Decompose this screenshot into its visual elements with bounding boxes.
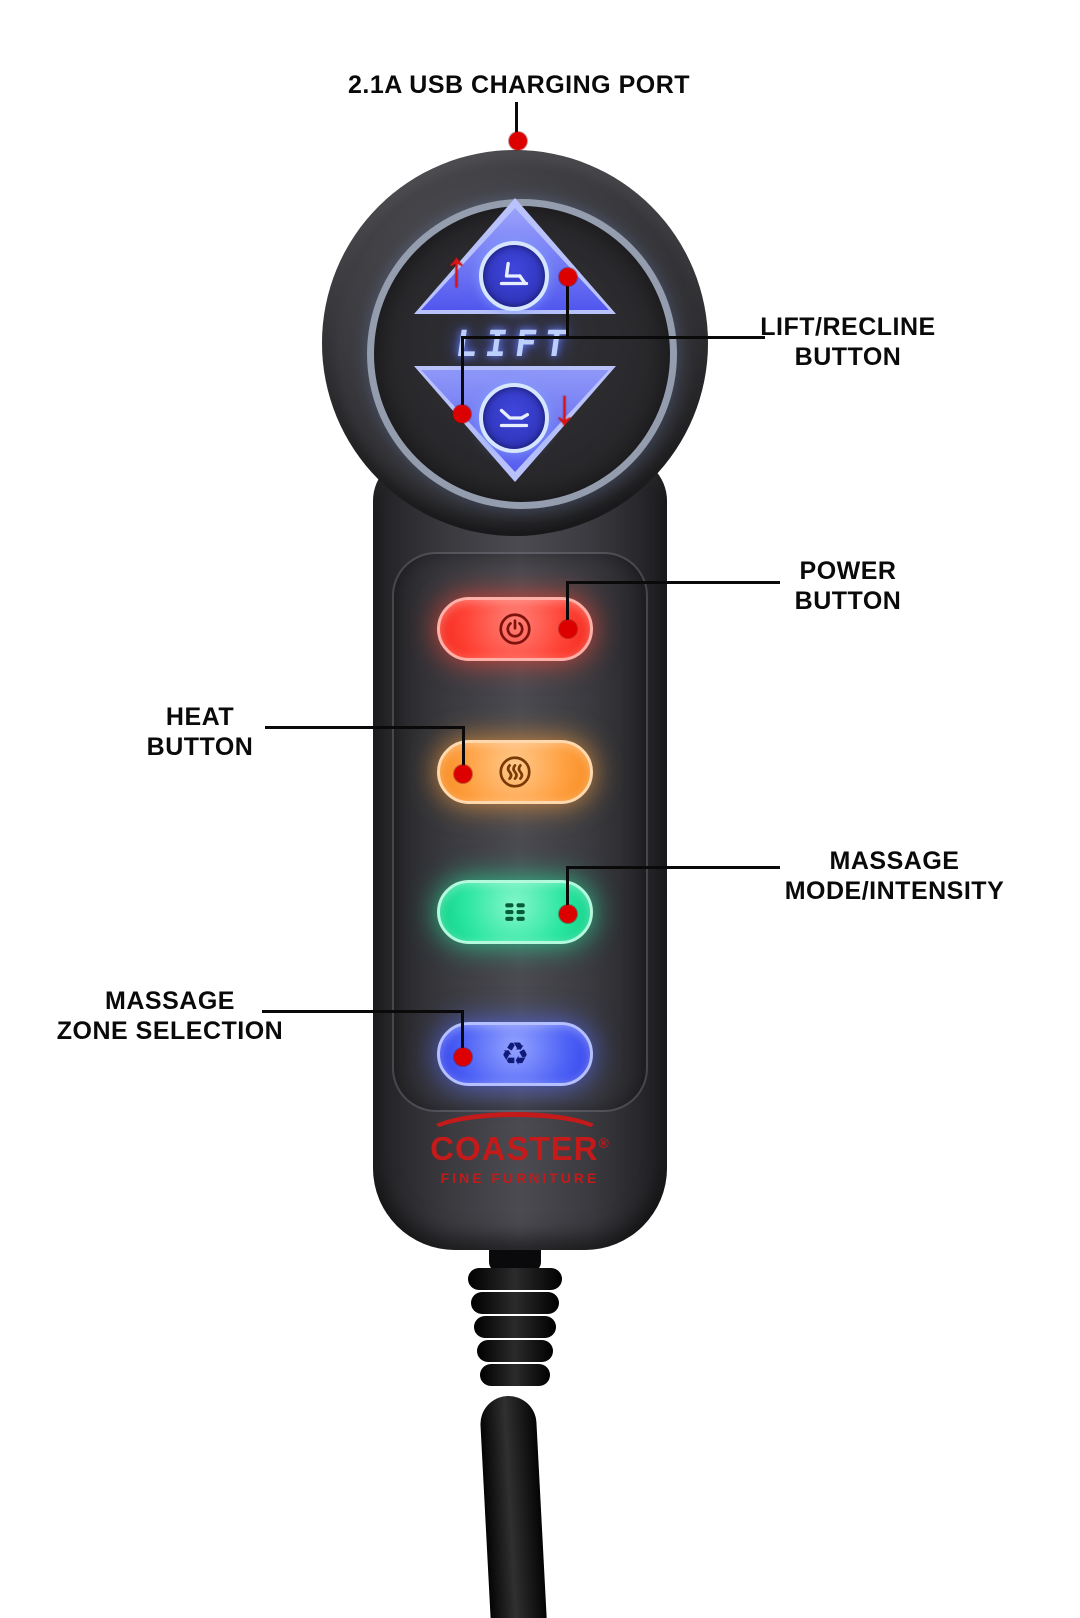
brand-name-text: COASTER bbox=[430, 1130, 599, 1167]
lift-recline-label: LIFT/RECLINE BUTTON bbox=[728, 312, 968, 372]
lift-up-chair-icon bbox=[479, 241, 549, 311]
massage-zone-label: MASSAGE ZONE SELECTION bbox=[50, 986, 290, 1046]
power-icon bbox=[497, 611, 533, 647]
massage-mode-leader-hline bbox=[567, 866, 780, 869]
massage-zone-leader-vline bbox=[461, 1010, 464, 1057]
massage-mode-label: MASSAGE MODE/INTENSITY bbox=[772, 846, 1017, 906]
lift-down-leader-vline bbox=[461, 336, 464, 416]
massage-mode-label-line1: MASSAGE bbox=[829, 847, 960, 875]
massage-zone-label-line2: ZONE SELECTION bbox=[56, 1017, 284, 1045]
usb-port-dot bbox=[509, 132, 527, 150]
massage-mode-icon bbox=[497, 894, 533, 930]
lift-recline-label-line1: LIFT/RECLINE bbox=[760, 313, 936, 341]
cable-rib bbox=[471, 1292, 559, 1314]
heat-label-line1: HEAT bbox=[165, 703, 235, 731]
cable-strain-relief-neck bbox=[489, 1246, 541, 1272]
lift-down-arrow: ↓ bbox=[552, 379, 577, 435]
heat-leader-hline bbox=[265, 726, 465, 729]
brand-arc bbox=[424, 1112, 606, 1160]
lift-up-dot bbox=[559, 268, 577, 286]
heat-icon bbox=[497, 754, 533, 790]
button-panel bbox=[392, 552, 648, 1112]
cable-rib bbox=[477, 1340, 553, 1362]
registered-mark: ® bbox=[598, 1135, 610, 1151]
cable-rib bbox=[468, 1268, 562, 1290]
massage-zone-icon: ♻ bbox=[500, 1035, 530, 1073]
power-label-line1: POWER bbox=[799, 557, 897, 585]
heat-dot bbox=[454, 765, 472, 783]
lift-recline-label-line2: BUTTON bbox=[794, 343, 902, 371]
power-label-line2: BUTTON bbox=[794, 587, 902, 615]
massage-mode-label-line2: MODE/INTENSITY bbox=[784, 877, 1005, 905]
lift-up-leader-vline bbox=[566, 277, 569, 339]
power-cable bbox=[479, 1394, 549, 1618]
massage-zone-leader-hline bbox=[262, 1010, 464, 1013]
cable-rib bbox=[480, 1364, 550, 1386]
heat-label-line2: BUTTON bbox=[146, 733, 254, 761]
lift-label: LIFT bbox=[452, 324, 578, 365]
massage-mode-leader-vline bbox=[566, 866, 569, 914]
heat-leader-vline bbox=[462, 726, 465, 774]
power-leader-hline bbox=[567, 581, 780, 584]
lift-leader-hline bbox=[462, 336, 765, 339]
massage-mode-dot bbox=[559, 905, 577, 923]
cable-rib bbox=[474, 1316, 556, 1338]
power-label: POWER BUTTON bbox=[748, 556, 948, 616]
lift-down-dot bbox=[453, 405, 471, 423]
usb-port-label: 2.1A USB CHARGING PORT bbox=[347, 71, 691, 99]
power-leader-vline bbox=[566, 581, 569, 629]
massage-zone-dot bbox=[454, 1048, 472, 1066]
usb-leader-line bbox=[515, 102, 518, 134]
power-dot bbox=[559, 620, 577, 638]
brand-name: COASTER® bbox=[375, 1130, 665, 1168]
lift-up-arrow: ↑ bbox=[444, 241, 469, 297]
heat-label: HEAT BUTTON bbox=[100, 702, 300, 762]
brand-tagline: FINE FURNITURE bbox=[440, 1170, 600, 1186]
massage-zone-label-line1: MASSAGE bbox=[105, 987, 235, 1015]
lift-down-chair-icon bbox=[479, 383, 549, 453]
